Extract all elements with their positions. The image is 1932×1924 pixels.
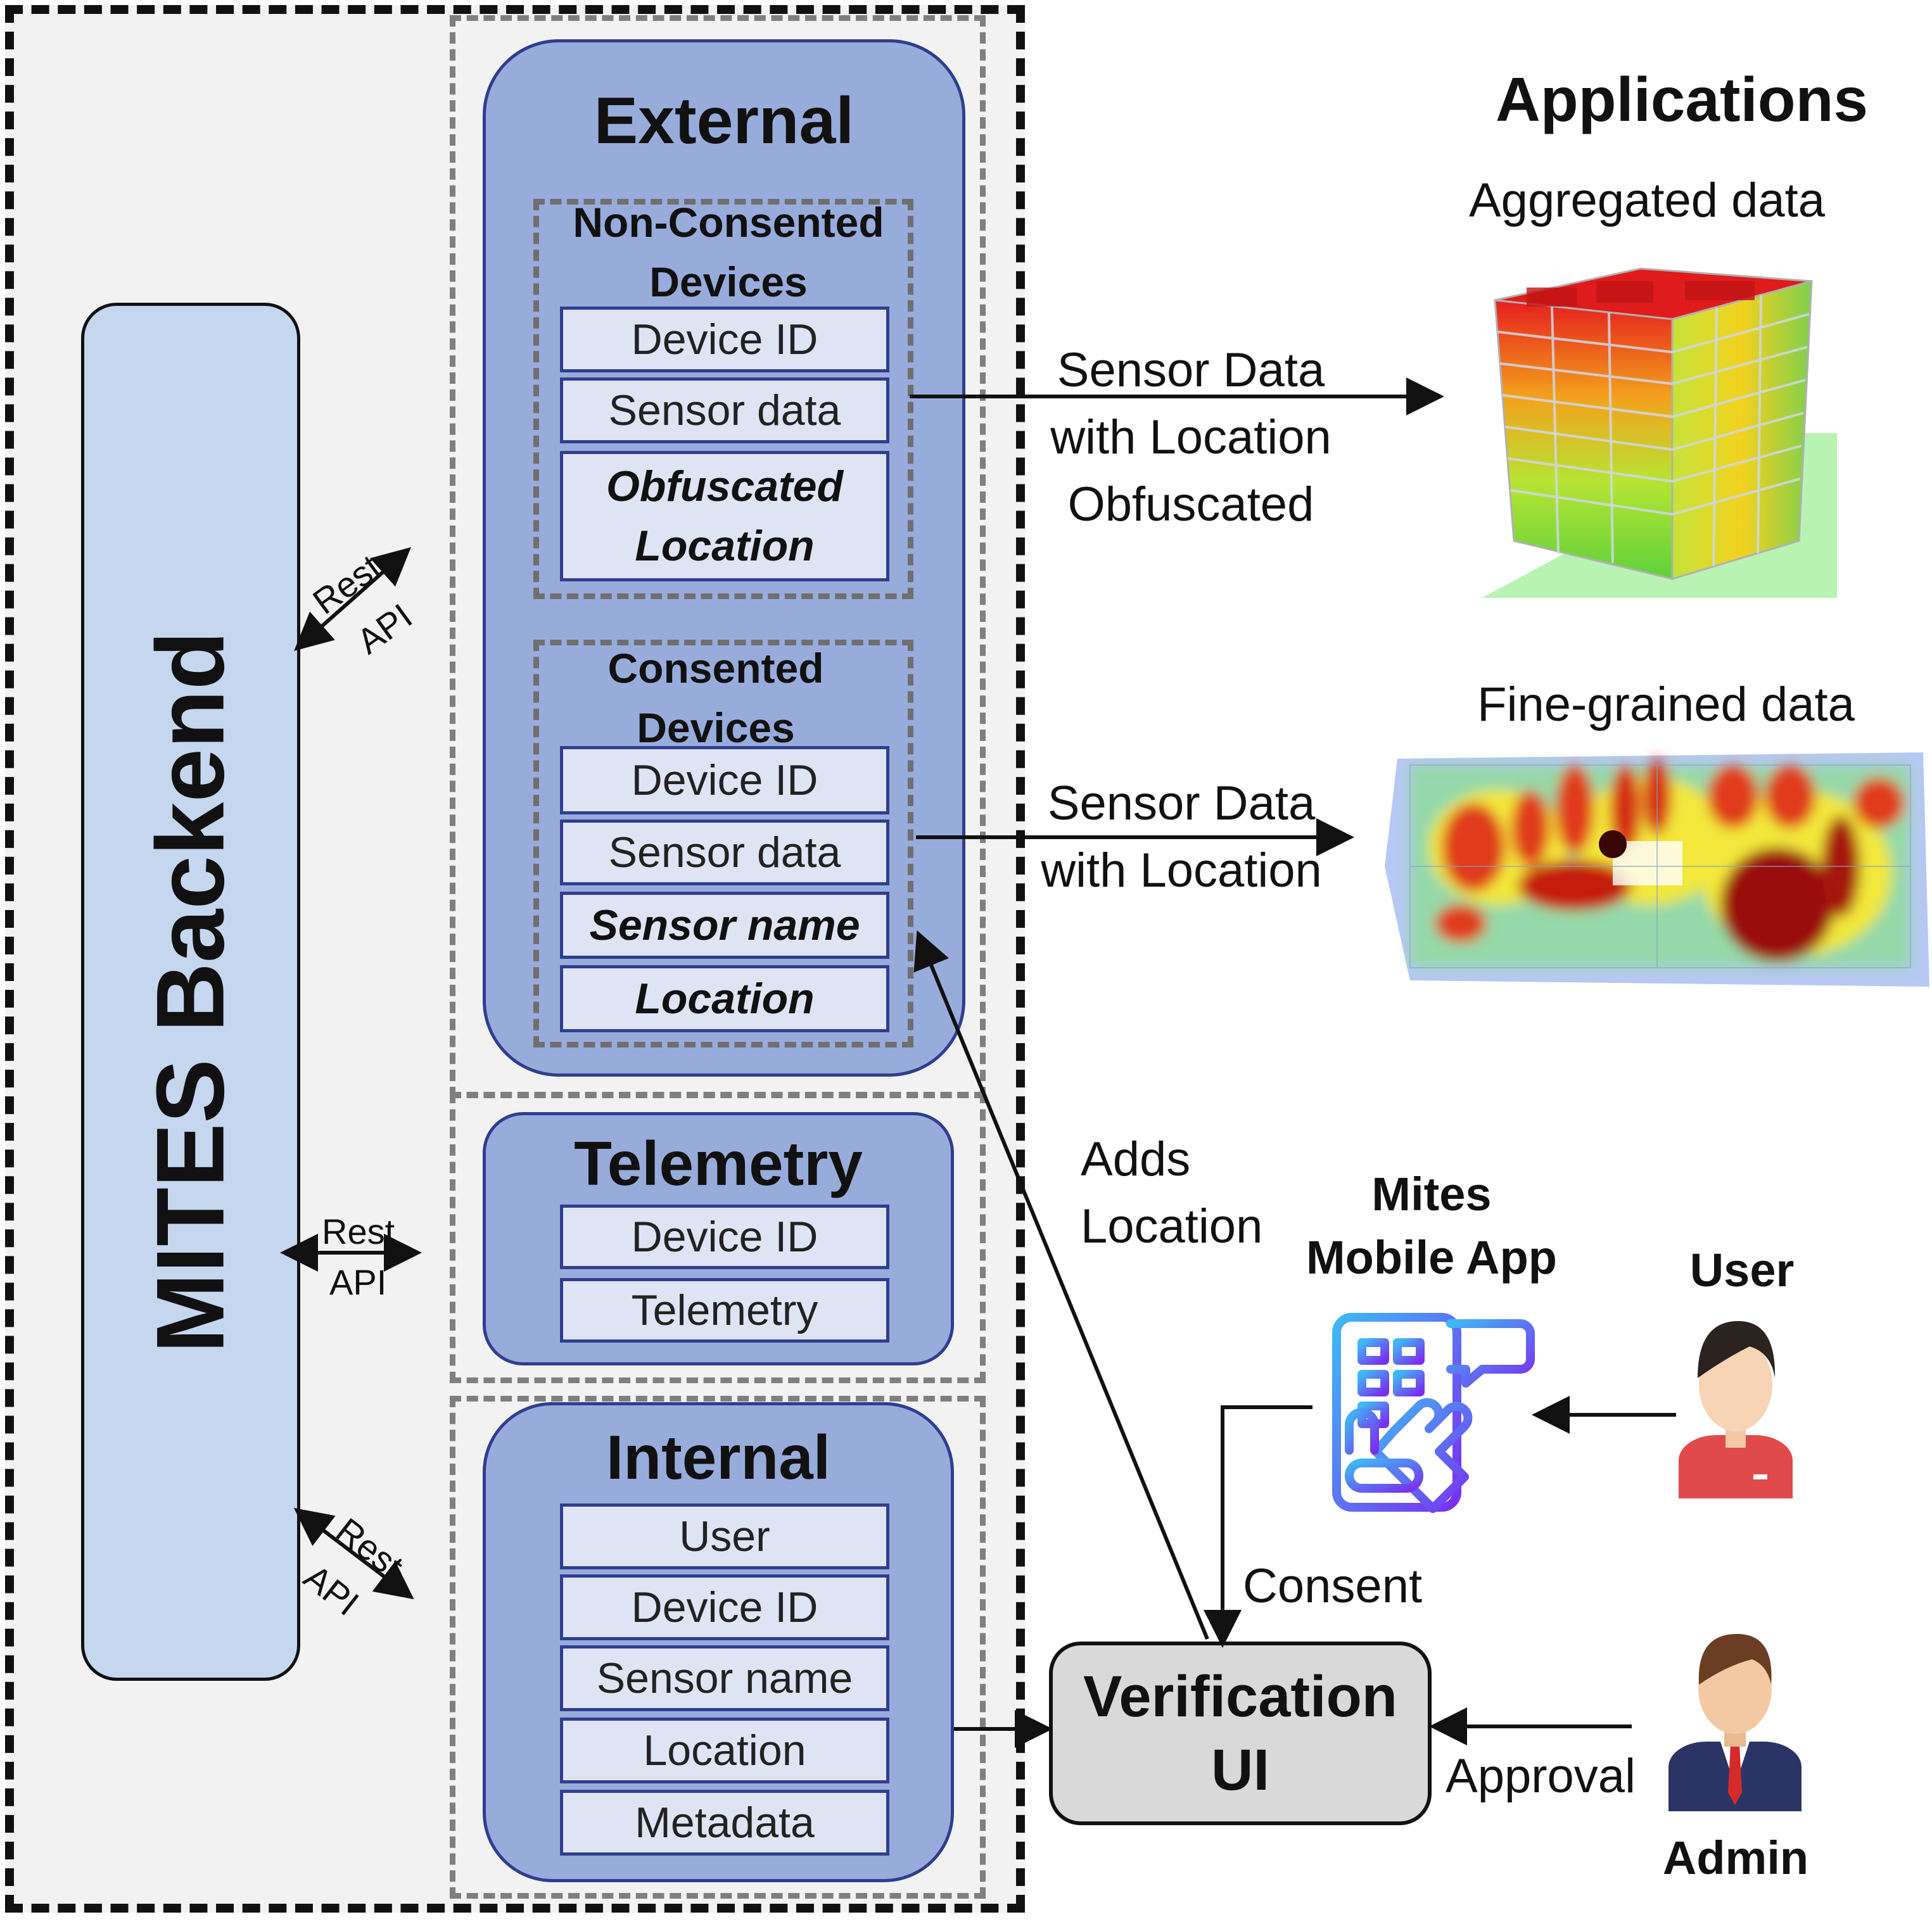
adds-location-arrow [913,930,1209,1640]
rest-api-arrow-bottom [293,1507,414,1600]
flow-located-label: Sensor Data with Location [1041,776,1322,897]
adds-location-label: Adds Location [1081,1132,1263,1253]
aggregated-data-label: Aggregated data [1468,174,1826,227]
internal-sensor-name: Sensor name [560,1645,889,1711]
consented-sensor-name: Sensor name [560,892,889,959]
consent-arrow [1204,1405,1312,1648]
mobile-app-icon [1332,1313,1535,1513]
internal-title: Internal [606,1422,830,1492]
non-consented-title: Non-Consented Devices [573,199,884,305]
mites-backend: MITES Backend [81,303,300,1681]
fine-grained-data-label: Fine-grained data [1477,678,1855,731]
user-avatar [1679,1321,1793,1498]
internal-location: Location [560,1718,889,1783]
flow-obfuscated-label: Sensor Data with Location Obfuscated [1050,343,1331,531]
telemetry-title: Telemetry [574,1128,863,1198]
consent-label: Consent [1243,1559,1423,1613]
aggregated-building-image [1482,267,1837,598]
non-consented-sensor-data: Sensor data [560,377,889,443]
internal-user: User [560,1503,889,1569]
internal-device-id: Device ID [560,1574,889,1640]
non-consented-group [533,199,913,599]
internal-metadata: Metadata [560,1790,889,1856]
telemetry-group [450,1092,986,1383]
admin-label: Admin [1662,1832,1809,1884]
mobile-app-label: Mites Mobile App [1306,1168,1557,1284]
consented-location: Location [560,965,889,1032]
user-label: User [1689,1244,1795,1296]
consented-device-id: Device ID [560,746,889,814]
rest-api-arrow-top [294,547,411,651]
consented-sensor-data: Sensor data [560,820,889,885]
admin-avatar [1668,1634,1802,1811]
consented-title: Consented Devices [607,645,824,751]
internal-group [450,1396,986,1899]
telemetry-telemetry: Telemetry [560,1278,889,1343]
telemetry-device-id: Device ID [560,1205,889,1269]
external-title: External [594,84,855,158]
consented-group [533,640,913,1047]
approval-label: Approval [1446,1749,1636,1803]
fine-grained-heatmap-image [1385,740,1932,993]
non-consented-obfuscated-location: Obfuscated Location [560,451,889,581]
applications-title: Applications [1495,65,1869,134]
non-consented-device-id: Device ID [560,307,889,372]
